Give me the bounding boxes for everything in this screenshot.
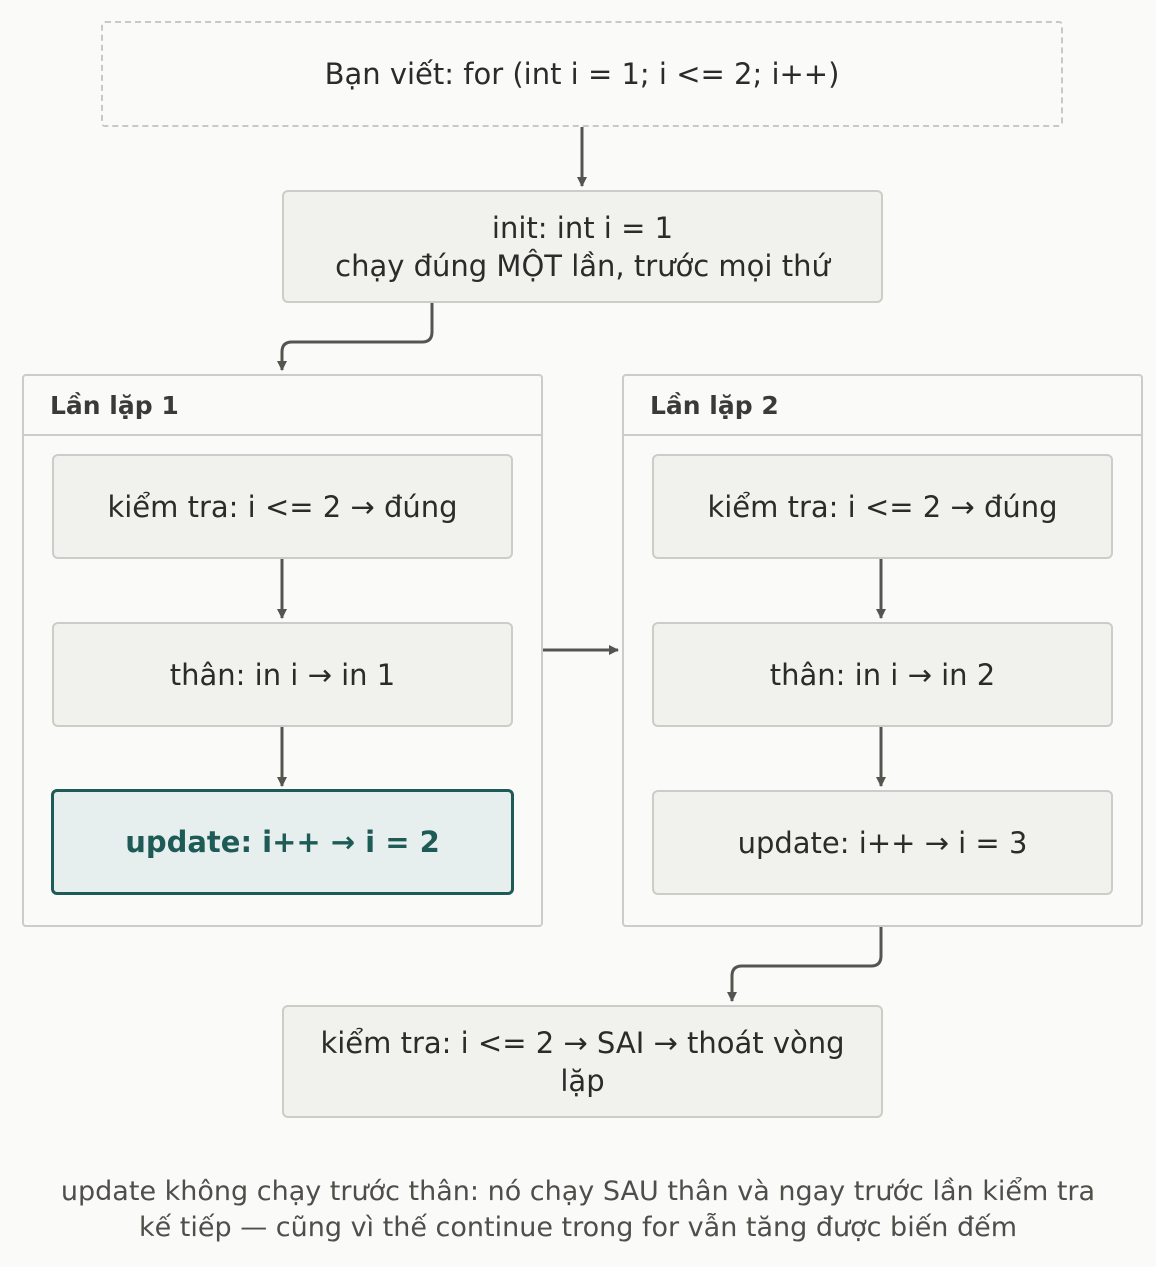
iteration-2-update-text: update: i++ → i = 3 bbox=[737, 825, 1028, 860]
caption-line-1: update không chạy trước thân: nó chạy SA… bbox=[60, 1176, 1096, 1207]
iteration-1-title: Lần lặp 1 bbox=[24, 376, 541, 436]
iteration-1-check-node: kiểm tra: i <= 2 → đúng bbox=[52, 454, 513, 559]
iteration-2-title: Lần lặp 2 bbox=[624, 376, 1141, 436]
init-line-1: init: int i = 1 bbox=[491, 210, 674, 245]
init-line-2: chạy đúng MỘT lần, trước mọi thứ bbox=[335, 248, 830, 283]
caption-line-2: kế tiếp — cũng vì thế continue trong for… bbox=[138, 1212, 1018, 1243]
iteration-1-check-text: kiểm tra: i <= 2 → đúng bbox=[107, 489, 458, 524]
iteration-2-body-text: thân: in i → in 2 bbox=[769, 657, 996, 692]
arrow-init-to-iteration1 bbox=[277, 303, 434, 371]
iteration-2-check-node: kiểm tra: i <= 2 → đúng bbox=[652, 454, 1113, 559]
iteration-2-group: Lần lặp 2 bbox=[622, 374, 1143, 927]
iteration-1-update-text: update: i++ → i = 2 bbox=[125, 825, 440, 859]
iteration-2-body-node: thân: in i → in 2 bbox=[652, 622, 1113, 727]
exit-check-text: kiểm tra: i <= 2 → SAI → thoát vòng lặp bbox=[320, 1025, 845, 1098]
iteration-2-update-node: update: i++ → i = 3 bbox=[652, 790, 1113, 895]
init-node: init: int i = 1 chạy đúng MỘT lần, trước… bbox=[282, 190, 883, 303]
caption: update không chạy trước thân: nó chạy SA… bbox=[0, 1174, 1156, 1246]
iteration-2-check-text: kiểm tra: i <= 2 → đúng bbox=[707, 489, 1058, 524]
exit-check-node: kiểm tra: i <= 2 → SAI → thoát vòng lặp bbox=[282, 1005, 883, 1118]
iteration-1-body-node: thân: in i → in 1 bbox=[52, 622, 513, 727]
arrow-iteration2-to-exit bbox=[727, 927, 883, 1002]
iteration-1-update-node: update: i++ → i = 2 bbox=[51, 789, 514, 895]
iteration-1-group: Lần lặp 1 bbox=[22, 374, 543, 927]
for-statement-node: Bạn viết: for (int i = 1; i <= 2; i++) bbox=[101, 21, 1063, 127]
iteration-1-body-text: thân: in i → in 1 bbox=[169, 657, 396, 692]
for-statement-text: Bạn viết: for (int i = 1; i <= 2; i++) bbox=[324, 57, 840, 91]
